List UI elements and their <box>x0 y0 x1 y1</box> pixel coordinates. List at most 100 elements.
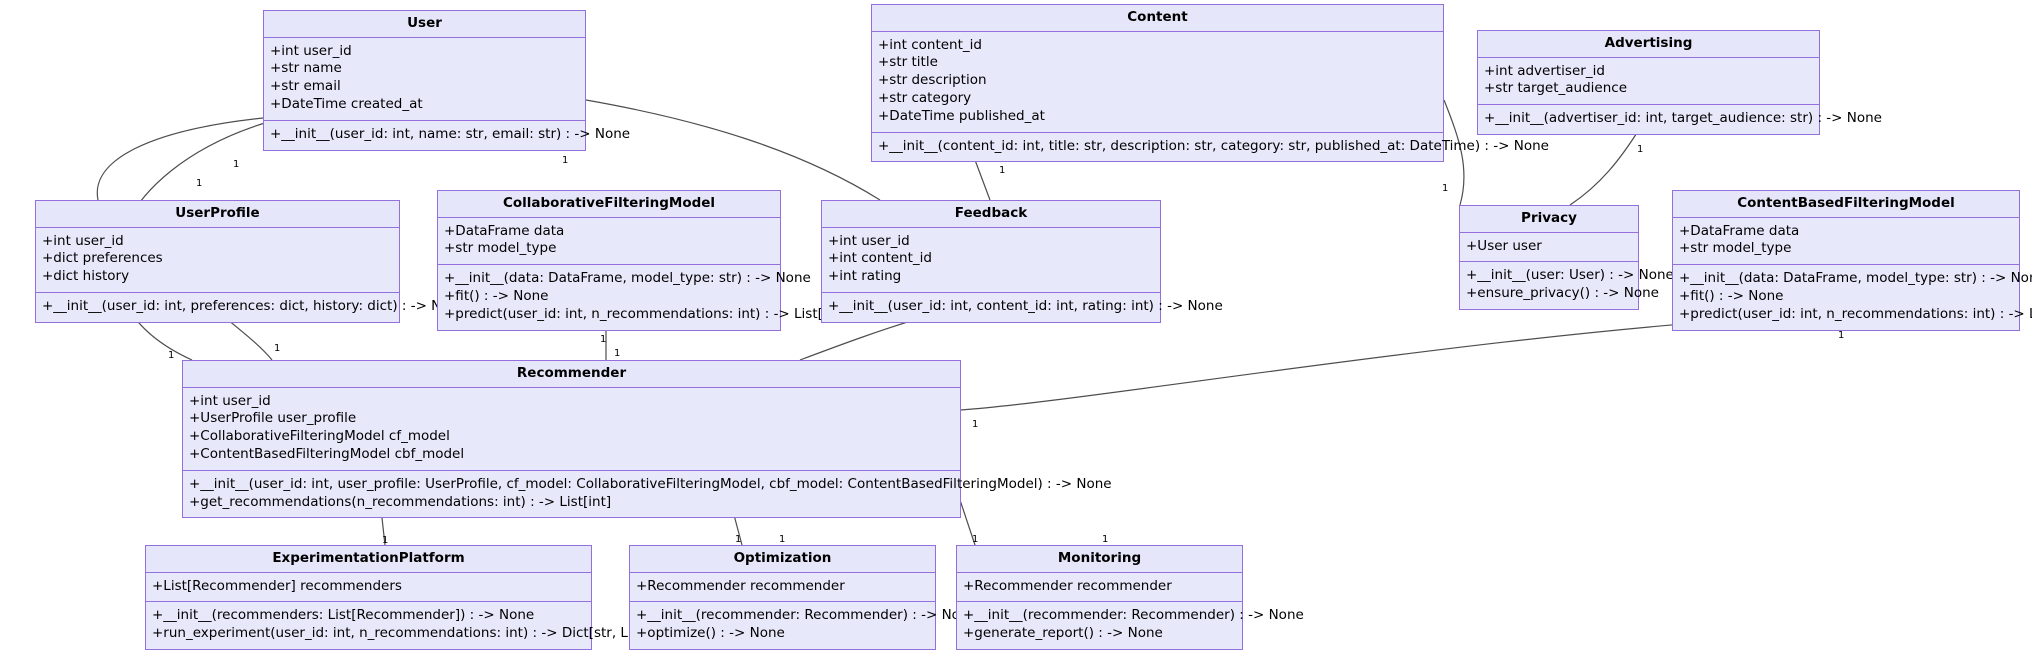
uml-attribute-row: +str target_audience <box>1484 80 1628 97</box>
uml-attribute-row: +str description <box>878 72 987 89</box>
uml-attribute-row: +int rating <box>828 268 902 285</box>
uml-method-row: +predict(user_id: int, n_recommendations… <box>444 305 846 322</box>
edge-multiplicity-label: 1 <box>972 534 979 545</box>
uml-class-privacy[interactable]: Privacy +User user +__init__(user: User) :… <box>1459 205 1674 310</box>
uml-attribute-row: +Recommender recommender <box>636 577 845 594</box>
uml-class-cbfmodel[interactable]: ContentBasedFilteringModel+DataFrame dat… <box>1672 190 2032 331</box>
uml-method-row: +__init__(content_id: int, title: str, d… <box>878 137 1549 154</box>
uml-attribute-row: +UserProfile user_profile <box>189 410 357 427</box>
uml-method-row: +optimize() : -> None <box>636 625 785 642</box>
uml-methods-monitoring: +__init__(recommender: Recommender) : ->… <box>957 602 1304 649</box>
uml-attributes-optimization: +Recommender recommender <box>630 572 935 603</box>
uml-class-title-cbfmodel: ContentBasedFilteringModel <box>1673 191 2019 218</box>
uml-method-row: +generate_report() : -> None <box>963 625 1163 642</box>
uml-attributes-user: +int user_id+str name+str email+DateTime… <box>264 37 585 121</box>
uml-edge-advertising-to-privacy <box>1569 127 1641 206</box>
uml-methods-cbfmodel: +__init__(data: DataFrame, model_type: s… <box>1673 265 2032 330</box>
uml-attribute-row: +CollaborativeFilteringModel cf_model <box>189 428 450 445</box>
uml-attribute-row: +str name <box>270 60 342 77</box>
uml-method-row: +__init__(user_id: int, user_profile: Us… <box>189 475 1112 492</box>
uml-attributes-advertising: +int advertiser_id+str target_audience <box>1478 57 1819 106</box>
uml-method-row: +__init__(recommender: Recommender) : ->… <box>963 607 1304 624</box>
uml-methods-userprofile: +__init__(user_id: int, preferences: dic… <box>36 292 467 322</box>
edge-multiplicity-label: 1 <box>233 159 240 170</box>
uml-attribute-row: +str model_type <box>444 240 557 257</box>
edge-multiplicity-label: 1 <box>999 165 1006 176</box>
uml-class-optimization[interactable]: Optimization +Recommender recommender +__i… <box>629 545 977 650</box>
edge-multiplicity-label: 1 <box>382 535 389 546</box>
uml-method-row: +get_recommendations(n_recommendations: … <box>189 493 612 510</box>
uml-method-row: +__init__(user: User) : -> None <box>1466 267 1674 284</box>
uml-attribute-row: +int content_id <box>828 250 932 267</box>
uml-attribute-row: +DateTime published_at <box>878 107 1045 124</box>
uml-class-monitoring[interactable]: Monitoring+Recommender recommender +__ini… <box>956 545 1304 650</box>
uml-class-title-monitoring: Monitoring <box>957 546 1242 573</box>
uml-class-title-user: User <box>264 11 585 38</box>
uml-class-title-optimization: Optimization <box>630 546 935 573</box>
uml-methods-experimentationplatform: +__init__(recommenders: List[Recommender… <box>146 602 678 649</box>
edge-multiplicity-label: 1 <box>600 334 607 345</box>
uml-attribute-row: +int content_id <box>878 36 982 53</box>
edge-multiplicity-label: 1 <box>972 419 979 430</box>
uml-class-title-privacy: Privacy <box>1460 206 1638 233</box>
uml-attribute-row: +dict history <box>42 268 130 285</box>
uml-method-row: +__init__(user_id: int, name: str, email… <box>270 125 631 142</box>
uml-class-title-content: Content <box>872 5 1443 32</box>
uml-attribute-row: +DateTime created_at <box>270 95 423 112</box>
uml-class-title-advertising: Advertising <box>1478 31 1819 58</box>
uml-class-userprofile[interactable]: UserProfile+int user_id+dict preferences… <box>35 200 467 323</box>
uml-attribute-row: +List[Recommender] recommenders <box>152 577 402 594</box>
uml-class-cfmodel[interactable]: CollaborativeFilteringModel+DataFrame da… <box>437 190 846 331</box>
uml-attributes-monitoring: +Recommender recommender <box>957 572 1242 603</box>
uml-attribute-row: +User user <box>1466 237 1542 254</box>
uml-methods-cfmodel: +__init__(data: DataFrame, model_type: s… <box>438 265 846 330</box>
uml-attribute-row: +DataFrame data <box>1679 222 1800 239</box>
uml-attribute-row: +str title <box>878 54 938 71</box>
uml-method-row: +predict(user_id: int, n_recommendations… <box>1679 305 2032 322</box>
edge-multiplicity-label: 1 <box>1838 330 1845 341</box>
uml-method-row: +__init__(data: DataFrame, model_type: s… <box>1679 270 2032 287</box>
uml-attribute-row: +int advertiser_id <box>1484 62 1605 79</box>
uml-class-experimentationplatform[interactable]: ExperimentationPlatform+List[Recommender… <box>145 545 678 650</box>
uml-method-row: +__init__(data: DataFrame, model_type: s… <box>444 270 811 287</box>
edge-multiplicity-label: 1 <box>735 534 742 545</box>
edge-multiplicity-label: 1 <box>1637 144 1644 155</box>
edge-multiplicity-label: 1 <box>562 155 569 166</box>
uml-methods-content: +__init__(content_id: int, title: str, d… <box>872 132 1549 162</box>
uml-method-row: +__init__(user_id: int, preferences: dic… <box>42 297 467 314</box>
edge-multiplicity-label: 1 <box>614 348 621 359</box>
uml-class-feedback[interactable]: Feedback+int user_id+int content_id+int … <box>821 200 1223 323</box>
uml-class-content[interactable]: Content+int content_id+str title+str des… <box>871 4 1549 163</box>
uml-method-row: +__init__(recommenders: List[Recommender… <box>152 607 535 624</box>
uml-method-row: +ensure_privacy() : -> None <box>1466 285 1659 302</box>
uml-attributes-cfmodel: +DataFrame data+str model_type <box>438 217 780 266</box>
edge-multiplicity-label: 1 <box>168 350 175 361</box>
uml-class-title-userprofile: UserProfile <box>36 201 399 228</box>
uml-class-advertising[interactable]: Advertising+int advertiser_id+str target… <box>1477 30 1882 135</box>
uml-methods-optimization: +__init__(recommender: Recommender) : ->… <box>630 602 977 649</box>
uml-methods-advertising: +__init__(advertiser_id: int, target_aud… <box>1478 105 1882 134</box>
edge-multiplicity-label: 1 <box>1442 183 1449 194</box>
uml-attributes-recommender: +int user_id+UserProfile user_profile+Co… <box>183 387 960 471</box>
uml-method-row: +fit() : -> None <box>444 287 549 304</box>
uml-method-row: +run_experiment(user_id: int, n_recommen… <box>152 625 678 642</box>
edge-multiplicity-label: 1 <box>779 534 786 545</box>
uml-class-title-feedback: Feedback <box>822 201 1160 228</box>
uml-attribute-row: +ContentBasedFilteringModel cbf_model <box>189 445 465 462</box>
edge-multiplicity-label: 1 <box>274 343 281 354</box>
uml-methods-user: +__init__(user_id: int, name: str, email… <box>264 120 631 150</box>
uml-class-title-recommender: Recommender <box>183 361 960 388</box>
uml-attribute-row: +DataFrame data <box>444 222 565 239</box>
uml-class-user[interactable]: User+int user_id+str name+str email+Date… <box>263 10 631 151</box>
uml-attribute-row: +str email <box>270 78 341 95</box>
uml-method-row: +fit() : -> None <box>1679 287 1784 304</box>
uml-attribute-row: +int user_id <box>42 232 124 249</box>
uml-method-row: +__init__(advertiser_id: int, target_aud… <box>1484 110 1882 127</box>
uml-attributes-content: +int content_id+str title+str descriptio… <box>872 31 1443 133</box>
edge-multiplicity-label: 1 <box>196 178 203 189</box>
uml-attributes-cbfmodel: +DataFrame data+str model_type <box>1673 217 2019 266</box>
uml-method-row: +__init__(recommender: Recommender) : ->… <box>636 607 977 624</box>
uml-attribute-row: +dict preferences <box>42 250 163 267</box>
uml-attributes-userprofile: +int user_id+dict preferences+dict histo… <box>36 227 399 293</box>
uml-class-recommender[interactable]: Recommender+int user_id+UserProfile user… <box>182 360 1112 519</box>
